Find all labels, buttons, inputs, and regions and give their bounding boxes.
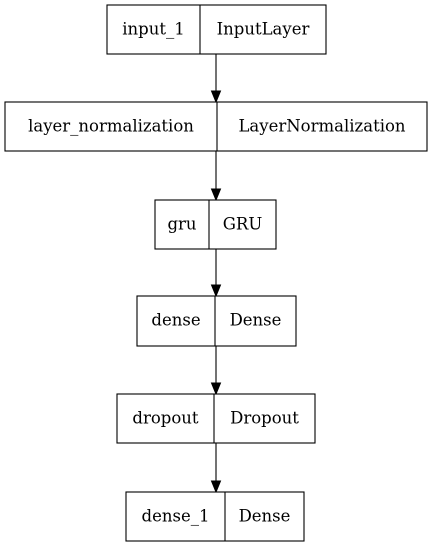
edges: [210, 54, 222, 494]
layer-name: layer_normalization: [28, 117, 194, 136]
arrow-head-icon: [210, 90, 222, 104]
layers: input_1 InputLayer layer_normalization L…: [4, 4, 428, 542]
edge-gru-to-dense: [210, 249, 222, 298]
arrow-head-icon: [210, 382, 222, 396]
layer-name: dense: [151, 311, 200, 330]
layer-name: input_1: [122, 20, 184, 39]
layer-name: dense_1: [142, 507, 210, 526]
arrow-head-icon: [210, 284, 222, 298]
edge-dense-to-dropout: [210, 346, 222, 396]
layer-name: gru: [167, 215, 196, 234]
layer-node-dropout: dropout Dropout: [116, 393, 316, 444]
layer-node-layer_normalization: layer_normalization LayerNormalization: [4, 101, 428, 152]
layer-type: Dense: [239, 507, 291, 526]
layer-node-dense_1: dense_1 Dense: [125, 491, 305, 542]
layer-node-gru: gru GRU: [154, 199, 277, 250]
arrow-head-icon: [210, 480, 222, 494]
layer-type: InputLayer: [217, 20, 310, 39]
layer-type: Dropout: [230, 409, 299, 428]
edge-layer_normalization-to-gru: [210, 151, 222, 202]
layer-node-input_1: input_1 InputLayer: [106, 4, 327, 55]
layer-type: GRU: [223, 215, 263, 234]
layer-node-dense: dense Dense: [136, 295, 297, 347]
arrow-head-icon: [210, 188, 222, 202]
layer-type: Dense: [230, 311, 282, 330]
edge-input_1-to-layer_normalization: [210, 54, 222, 104]
edge-dropout-to-dense_1: [210, 443, 222, 494]
layer-type: LayerNormalization: [238, 117, 405, 136]
layer-name: dropout: [132, 409, 199, 428]
